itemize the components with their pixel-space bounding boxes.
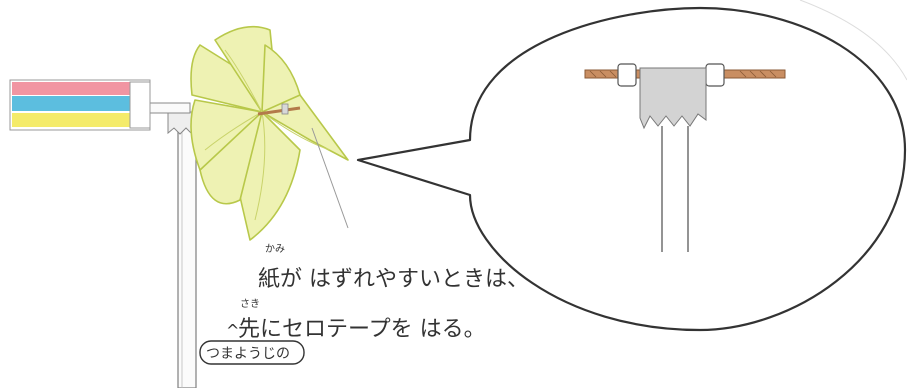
straw	[149, 102, 191, 114]
insert-note: つまようじの	[206, 346, 290, 362]
page-edge-arc	[799, 0, 907, 81]
flag-blue-stripe	[12, 96, 130, 111]
flag-yellow-stripe	[12, 113, 130, 127]
color-flag	[9, 79, 151, 131]
stick	[177, 117, 197, 388]
ruby-saki: さき	[240, 298, 260, 310]
pinwheel-drawing	[9, 25, 349, 388]
zoom-detail	[584, 63, 786, 252]
ruby-kami: かみ	[265, 243, 285, 255]
toothpick	[257, 106, 301, 116]
annotation-line-2: 先にセロテープを はる。	[238, 317, 486, 342]
annotation-line-1: 紙が はずれやすいときは、	[258, 267, 529, 292]
pointer-line	[311, 127, 349, 229]
tape-magnified	[639, 67, 707, 130]
flag-red-stripe	[12, 82, 130, 95]
annotation: かみ 紙が はずれやすいときは、 さき ^ 先にセロテープを はる。 つまようじ…	[199, 243, 529, 365]
zoom-bubble	[356, 6, 907, 332]
pinwheel-blades	[190, 25, 349, 241]
insert-note-box	[199, 340, 305, 365]
insert-caret: ^	[226, 321, 239, 340]
